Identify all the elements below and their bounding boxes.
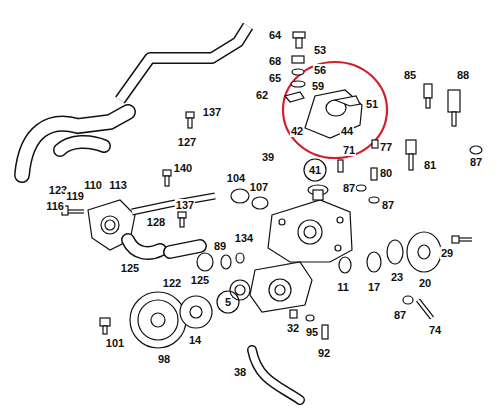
callout-number: 5 bbox=[224, 296, 232, 308]
callout-number: 101 bbox=[105, 337, 125, 349]
callout-number: 81 bbox=[423, 159, 437, 171]
callout-number: 95 bbox=[305, 326, 319, 338]
callout-number: 140 bbox=[173, 162, 193, 174]
callout-number: 116 bbox=[45, 200, 65, 212]
callout-number: 85 bbox=[403, 69, 417, 81]
callout-number: 14 bbox=[188, 334, 202, 346]
callout-number: 20 bbox=[418, 277, 432, 289]
callout-number: 64 bbox=[268, 29, 282, 41]
callout-number: 71 bbox=[342, 144, 356, 156]
callout-number: 87 bbox=[469, 156, 483, 168]
callout-number: 56 bbox=[313, 64, 327, 76]
callout-number: 38 bbox=[233, 366, 247, 378]
callout-number: 98 bbox=[157, 353, 171, 365]
callout-number: 87 bbox=[393, 309, 407, 321]
callout-number: 11 bbox=[336, 281, 350, 293]
callout-number: 137 bbox=[175, 199, 195, 211]
callout-number: 113 bbox=[108, 179, 128, 191]
callout-number: 88 bbox=[456, 69, 470, 81]
callout-number: 134 bbox=[234, 232, 254, 244]
callout-number: 17 bbox=[367, 281, 381, 293]
callout-number: 125 bbox=[120, 262, 140, 274]
callout-number: 68 bbox=[268, 55, 282, 67]
callout-number: 53 bbox=[313, 44, 327, 56]
callout-number: 89 bbox=[213, 240, 227, 252]
callout-number: 62 bbox=[255, 89, 269, 101]
callout-number: 127 bbox=[177, 136, 197, 148]
callout-number: 87 bbox=[342, 182, 356, 194]
callout-number: 32 bbox=[286, 322, 300, 334]
callout-number: 107 bbox=[249, 181, 269, 193]
callout-number: 59 bbox=[311, 80, 325, 92]
callout-number: 42 bbox=[290, 125, 304, 137]
callout-number: 65 bbox=[268, 72, 282, 84]
callout-number: 44 bbox=[340, 125, 354, 137]
callout-number: 125 bbox=[190, 274, 210, 286]
callout-number: 77 bbox=[379, 141, 393, 153]
callout-number: 128 bbox=[146, 216, 166, 228]
callout-number: 39 bbox=[261, 151, 275, 163]
callout-number: 122 bbox=[162, 277, 182, 289]
callout-number: 51 bbox=[365, 98, 379, 110]
callout-number: 110 bbox=[83, 179, 103, 191]
callout-number: 74 bbox=[428, 324, 442, 336]
callout-number: 29 bbox=[440, 247, 454, 259]
callout-number: 87 bbox=[381, 199, 395, 211]
callout-number: 92 bbox=[317, 347, 331, 359]
callout-number: 41 bbox=[308, 164, 322, 176]
callout-number: 80 bbox=[379, 167, 393, 179]
callout-number: 119 bbox=[65, 190, 85, 202]
callout-number: 23 bbox=[390, 271, 404, 283]
callout-number: 104 bbox=[226, 172, 246, 184]
callout-number: 137 bbox=[202, 106, 222, 118]
